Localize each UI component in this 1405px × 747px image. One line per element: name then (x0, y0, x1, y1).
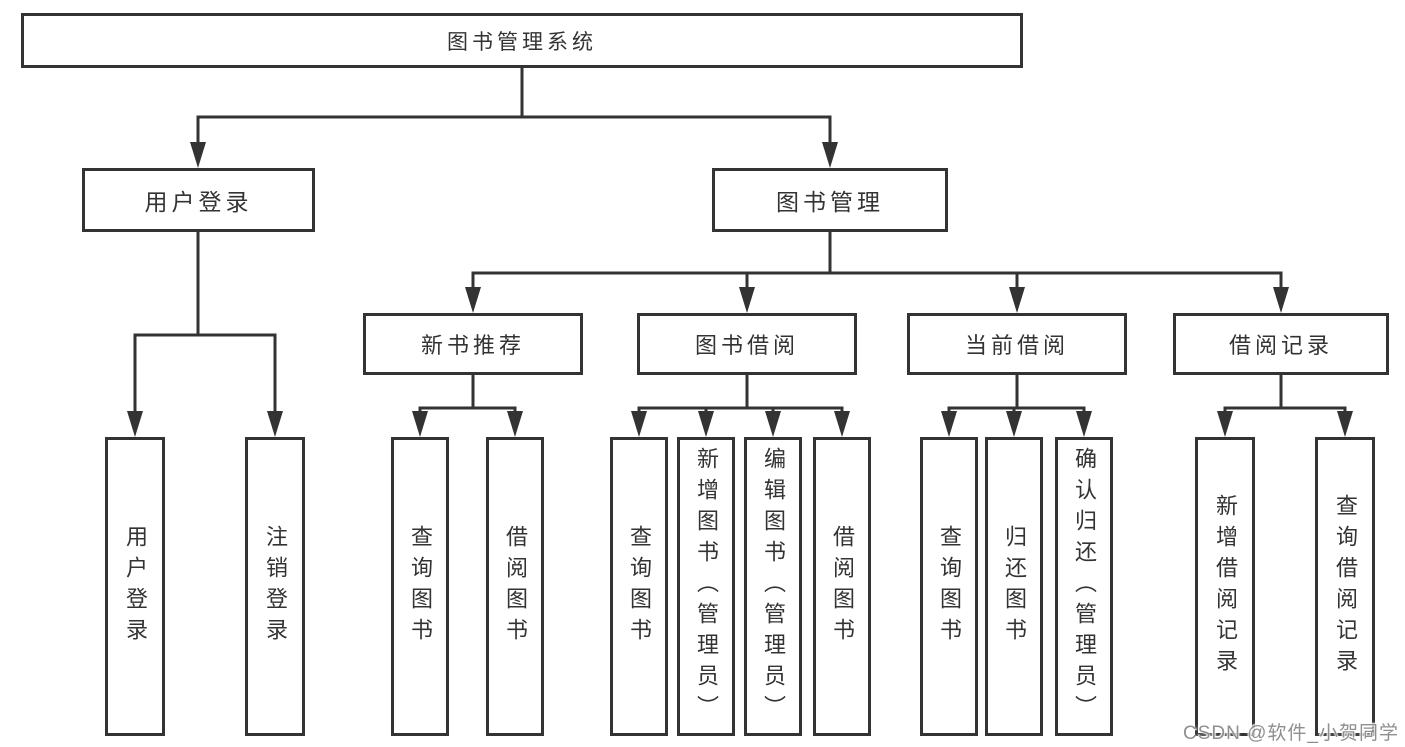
arrow-head-icon (698, 411, 714, 437)
leaf-label: 借阅图书 (503, 524, 528, 649)
leaf-label: 查询图书 (627, 524, 652, 649)
node-library-management-system: 图书管理系统 (21, 13, 1023, 68)
leaf-logout: 注销登录 (245, 437, 305, 736)
leaf-return-book: 归还图书 (985, 437, 1043, 736)
leaf-add-book-admin: 新增图书（管理员） (677, 437, 735, 736)
node-label: 图书管理 (776, 189, 884, 215)
arrow-head-icon (507, 411, 523, 437)
arrow-head-icon (941, 411, 957, 437)
arrow-head-icon (412, 411, 428, 437)
leaf-query-books-current: 查询图书 (920, 437, 978, 736)
arrow-head-icon (631, 411, 647, 437)
csdn-watermark: CSDN @软件_小贺同学 (1183, 723, 1399, 744)
arrow-head-icon (127, 411, 143, 437)
node-new-book-recommend: 新书推荐 (363, 313, 583, 375)
arrow-head-icon (1006, 411, 1022, 437)
node-user-login: 用户登录 (82, 168, 315, 232)
leaf-label: 查询图书 (408, 524, 433, 649)
arrow-head-icon (834, 411, 850, 437)
arrow-head-icon (1076, 411, 1092, 437)
node-borrow-records: 借阅记录 (1173, 313, 1389, 375)
arrow-head-icon (1217, 411, 1233, 437)
arrow-head-icon (190, 142, 206, 168)
leaf-label: 查询图书 (937, 524, 962, 649)
leaf-label: 确认归还（管理员） (1072, 447, 1097, 726)
node-label: 借阅记录 (1228, 333, 1333, 358)
leaf-label: 编辑图书（管理员） (761, 447, 786, 726)
leaf-borrow-books: 借阅图书 (813, 437, 871, 736)
node-label: 图书借阅 (694, 333, 799, 358)
node-label: 当前借阅 (964, 333, 1069, 358)
arrow-head-icon (1273, 287, 1289, 313)
leaf-label: 归还图书 (1002, 524, 1027, 649)
leaf-query-books-recommend: 查询图书 (391, 437, 449, 736)
leaf-label: 新增借阅记录 (1213, 493, 1238, 680)
arrow-head-icon (765, 411, 781, 437)
node-label: 图书管理系统 (447, 30, 597, 54)
node-current-borrow: 当前借阅 (907, 313, 1127, 375)
leaf-user-login: 用户登录 (105, 437, 165, 736)
arrow-head-icon (465, 287, 481, 313)
node-book-management: 图书管理 (712, 168, 948, 232)
leaf-query-books-borrow: 查询图书 (610, 437, 668, 736)
leaf-label: 查询借阅记录 (1333, 493, 1358, 680)
arrow-head-icon (739, 287, 755, 313)
arrow-head-icon (1337, 411, 1353, 437)
node-label: 新书推荐 (420, 333, 525, 358)
leaf-confirm-return-admin: 确认归还（管理员） (1055, 437, 1113, 736)
arrow-head-icon (1009, 287, 1025, 313)
leaf-label: 注销登录 (263, 524, 288, 649)
leaf-borrow-books-recommend: 借阅图书 (486, 437, 544, 736)
leaf-label: 用户登录 (123, 524, 148, 649)
leaf-add-borrow-record: 新增借阅记录 (1195, 437, 1255, 736)
leaf-edit-book-admin: 编辑图书（管理员） (744, 437, 802, 736)
arrow-head-icon (822, 142, 838, 168)
leaf-label: 借阅图书 (830, 524, 855, 649)
node-book-borrow: 图书借阅 (637, 313, 857, 375)
leaf-query-borrow-record: 查询借阅记录 (1315, 437, 1375, 736)
node-label: 用户登录 (144, 189, 253, 215)
leaf-label: 新增图书（管理员） (694, 447, 719, 726)
arrow-head-icon (267, 411, 283, 437)
